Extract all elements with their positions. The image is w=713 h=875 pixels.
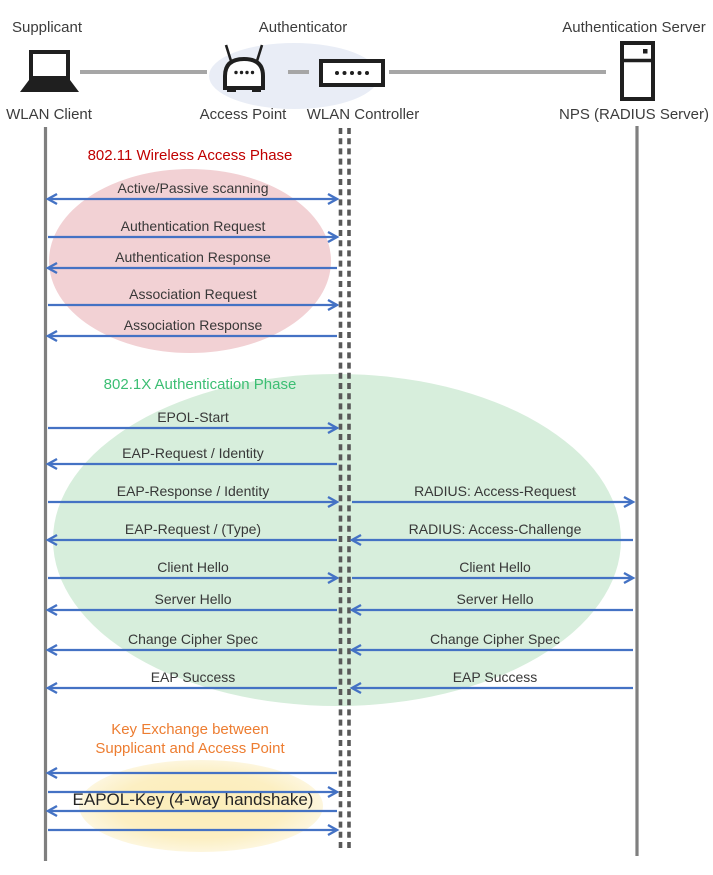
message-label: Authentication Response bbox=[115, 249, 271, 265]
message-label: EAPOL-Key (4-way handshake) bbox=[72, 790, 314, 809]
message-label: EAP-Request / (Type) bbox=[124, 521, 262, 537]
phase-title-8021x: 802.1X Authentication Phase bbox=[103, 376, 297, 393]
device-wlan-client: WLAN Client bbox=[6, 106, 92, 123]
access-point-icon bbox=[223, 44, 265, 92]
wlan-controller-icon bbox=[319, 59, 385, 87]
message-label: Association Response bbox=[123, 317, 263, 333]
phase-title-key-exchange: Key Exchange between Supplicant and Acce… bbox=[50, 720, 330, 758]
message-label: RADIUS: Access-Request bbox=[414, 483, 576, 499]
message-label: EPOL-Start bbox=[157, 409, 229, 425]
role-supplicant: Supplicant bbox=[11, 19, 83, 36]
message-label: Change Cipher Spec bbox=[430, 631, 560, 647]
laptop-icon bbox=[20, 50, 79, 92]
phase-title-80211: 802.11 Wireless Access Phase bbox=[87, 147, 293, 164]
device-nps-radius-server: NPS (RADIUS Server) bbox=[558, 106, 710, 123]
message-label: Association Request bbox=[129, 286, 257, 302]
message-label: Change Cipher Spec bbox=[128, 631, 258, 647]
message-label: EAP Success bbox=[452, 669, 538, 685]
phase-title-key-exchange-line2: Supplicant and Access Point bbox=[95, 740, 285, 757]
message-label: RADIUS: Access-Challenge bbox=[408, 521, 582, 537]
message-label: Client Hello bbox=[157, 559, 229, 575]
server-icon bbox=[620, 41, 655, 101]
message-arrows-layer bbox=[45, 192, 636, 837]
role-authentication-server: Authentication Server bbox=[562, 19, 706, 36]
role-authenticator: Authenticator bbox=[258, 19, 348, 36]
message-label: EAP Success bbox=[150, 669, 236, 685]
message-label: Server Hello bbox=[456, 591, 534, 607]
message-label: EAP-Request / Identity bbox=[122, 445, 264, 461]
phase-ellipse-80211 bbox=[49, 169, 331, 353]
device-wlan-controller: WLAN Controller bbox=[306, 106, 420, 123]
message-label: Active/Passive scanning bbox=[117, 180, 269, 196]
device-access-point: Access Point bbox=[199, 106, 287, 123]
message-label: Server Hello bbox=[154, 591, 232, 607]
message-label: EAP-Response / Identity bbox=[116, 483, 270, 499]
message-label: Authentication Request bbox=[120, 218, 266, 234]
phase-title-key-exchange-line1: Key Exchange between bbox=[111, 721, 269, 738]
message-label: Client Hello bbox=[459, 559, 531, 575]
